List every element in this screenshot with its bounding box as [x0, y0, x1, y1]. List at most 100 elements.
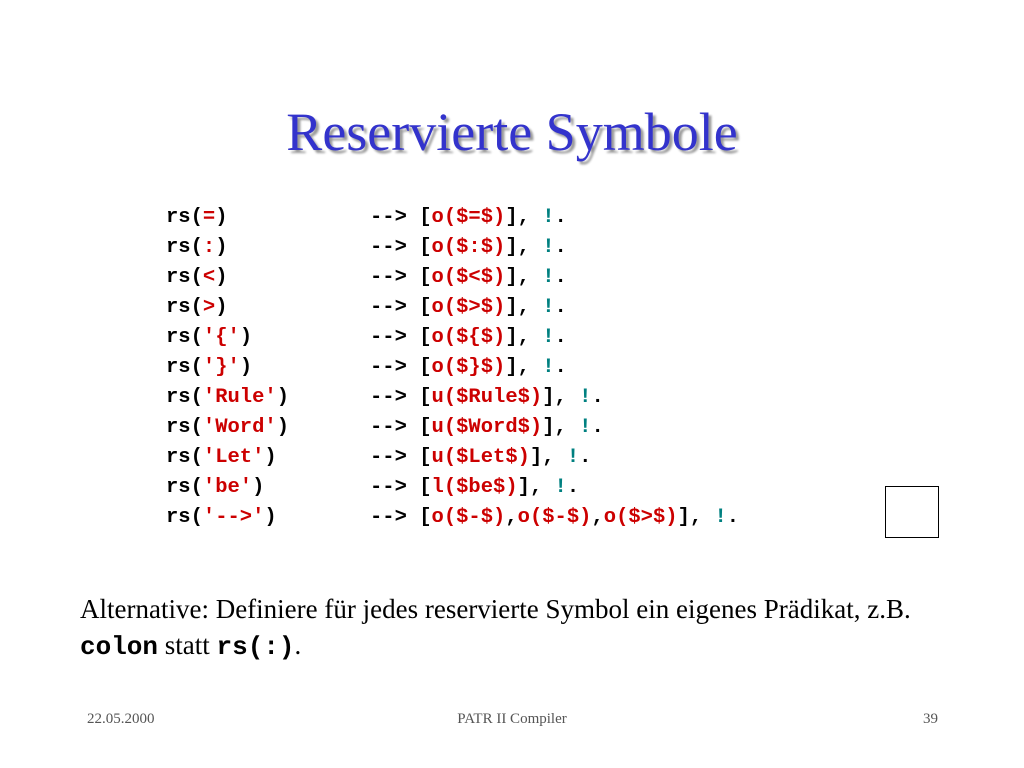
- code-token: 'Word': [202, 416, 277, 439]
- code-lhs: rs(<): [166, 263, 228, 293]
- code-token: .: [566, 476, 580, 499]
- code-token: rs(: [166, 356, 203, 379]
- code-token: --> [: [370, 446, 432, 469]
- code-token: ): [215, 236, 228, 259]
- code-token: 'Rule': [202, 386, 277, 409]
- code-token: --> [: [370, 356, 432, 379]
- code-token: rs(: [166, 506, 203, 529]
- empty-box: [885, 486, 939, 538]
- code-token: o($>$): [603, 506, 678, 529]
- code-rhs: --> [u($Rule$)], !.: [370, 383, 604, 413]
- code-token: --> [: [370, 506, 432, 529]
- code-lhs: rs('{'): [166, 323, 252, 353]
- code-token: '}': [202, 356, 240, 379]
- code-token: o($-$): [431, 506, 506, 529]
- code-lhs: rs(>): [166, 293, 228, 323]
- code-token: rs(: [166, 386, 203, 409]
- code-token: --> [: [370, 206, 432, 229]
- code-token: =: [202, 206, 216, 229]
- code-token: ],: [542, 386, 580, 409]
- code-token: rs(: [166, 326, 203, 349]
- code-token: o($-$): [517, 506, 592, 529]
- code-token: ): [252, 476, 265, 499]
- code-rhs: --> [o($-$),o($-$),o($>$)], !.: [370, 503, 739, 533]
- code-token: ,: [591, 506, 604, 529]
- code-token: ],: [677, 506, 715, 529]
- code-token: !: [542, 206, 555, 229]
- code-token: ): [276, 386, 290, 409]
- code-token: >: [202, 296, 216, 319]
- alternative-note: Alternative: Definiere für jedes reservi…: [80, 591, 960, 665]
- code-token: rs(: [166, 296, 203, 319]
- code-token: o(${$): [431, 326, 506, 349]
- code-token: !: [542, 326, 555, 349]
- code-token: --> [: [370, 416, 432, 439]
- code-lhs: rs('Word'): [166, 413, 289, 443]
- code-token: rs(: [166, 446, 203, 469]
- code-token: ,: [505, 506, 518, 529]
- code-token: ): [239, 356, 253, 379]
- code-rhs: --> [o($>$)], !.: [370, 293, 567, 323]
- code-token: '-->': [202, 506, 265, 529]
- code-token: --> [: [370, 266, 432, 289]
- code-token: ): [215, 206, 228, 229]
- code-token: rs(: [166, 266, 203, 289]
- code-rhs: --> [u($Let$)], !.: [370, 443, 591, 473]
- code-token: !: [714, 506, 727, 529]
- code-rhs: --> [o(${$)], !.: [370, 323, 567, 353]
- code-token: o($=$): [431, 206, 506, 229]
- code-token: !: [579, 386, 592, 409]
- code-token: u($Rule$): [431, 386, 543, 409]
- code-token: !: [566, 446, 580, 469]
- code-token: .: [554, 356, 567, 379]
- code-token: rs(: [166, 476, 203, 499]
- code-token: rs(: [166, 416, 203, 439]
- code-token: .: [554, 296, 567, 319]
- code-token: o($<$): [431, 266, 506, 289]
- code-token: ],: [542, 416, 580, 439]
- footer-page-number: 39: [923, 711, 938, 727]
- code-token: !: [542, 356, 555, 379]
- code-token: o($}$): [431, 356, 506, 379]
- code-token: ): [276, 416, 290, 439]
- code-token: rs(: [166, 206, 203, 229]
- code-token: o($:$): [431, 236, 506, 259]
- code-token: .: [554, 236, 567, 259]
- code-rhs: --> [u($Word$)], !.: [370, 413, 604, 443]
- code-token: ): [239, 326, 253, 349]
- code-lhs: rs(=): [166, 203, 228, 233]
- code-token: !: [554, 476, 567, 499]
- code-token: !: [542, 296, 555, 319]
- code-token: --> [: [370, 296, 432, 319]
- alternative-text-3: .: [294, 630, 302, 660]
- alternative-text-2: statt: [158, 630, 217, 660]
- code-rhs: --> [o($<$)], !.: [370, 263, 567, 293]
- code-token: .: [591, 386, 604, 409]
- code-token: :: [202, 236, 216, 259]
- code-token: o($>$): [431, 296, 506, 319]
- code-token: <: [202, 266, 216, 289]
- code-token: u($Let$): [431, 446, 530, 469]
- code-token: --> [: [370, 326, 432, 349]
- code-token: ],: [505, 206, 543, 229]
- code-token: 'be': [202, 476, 253, 499]
- code-lhs: rs('Let'): [166, 443, 277, 473]
- alternative-code-rs: rs(:): [216, 632, 295, 662]
- code-token: ): [215, 296, 228, 319]
- code-token: u($Word$): [431, 416, 543, 439]
- footer-date: 22.05.2000: [87, 711, 155, 727]
- code-token: --> [: [370, 236, 432, 259]
- code-token: ],: [529, 446, 567, 469]
- code-lhs: rs('}'): [166, 353, 252, 383]
- code-token: ],: [517, 476, 555, 499]
- code-token: ): [264, 506, 277, 529]
- code-token: '{': [202, 326, 240, 349]
- code-token: .: [554, 206, 567, 229]
- alternative-text-1: Alternative: Definiere für jedes reservi…: [80, 594, 911, 624]
- code-rhs: --> [o($=$)], !.: [370, 203, 567, 233]
- code-token: .: [726, 506, 740, 529]
- code-token: 'Let': [202, 446, 265, 469]
- code-token: --> [: [370, 386, 432, 409]
- code-rhs: --> [o($:$)], !.: [370, 233, 567, 263]
- code-token: .: [554, 266, 567, 289]
